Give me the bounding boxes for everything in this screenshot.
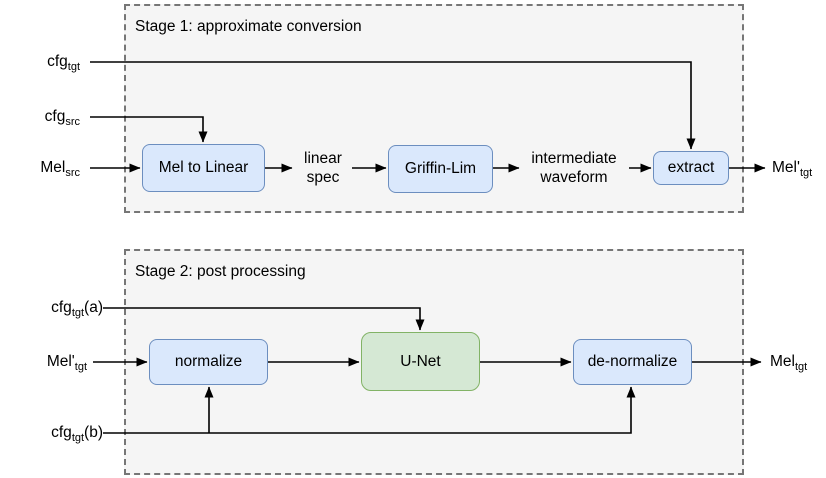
label-sub: tgt xyxy=(67,61,80,74)
label-sub: tgt xyxy=(799,167,813,180)
flow-label-line: linear xyxy=(304,150,342,167)
label-suffix: (b) xyxy=(84,424,103,441)
output-label-mel-tgt: Meltgt xyxy=(770,352,808,374)
node-de-normalize: de-normalize xyxy=(573,339,692,385)
stage1-title: Stage 1: approximate conversion xyxy=(135,18,362,35)
node-normalize: normalize xyxy=(149,339,268,385)
label-sub: tgt xyxy=(71,432,85,445)
flow-label-line: spec xyxy=(306,169,340,186)
label-base: cfg xyxy=(44,108,66,125)
label-sub: src xyxy=(65,167,80,180)
input-label-cfg-tgt-b: cfgtgt(b) xyxy=(0,423,103,445)
flow-label-line: intermediate xyxy=(531,150,617,167)
node-u-net: U-Net xyxy=(361,332,480,391)
input-label-mel-prime-tgt: Mel'tgt xyxy=(0,352,87,374)
node-extract: extract xyxy=(653,151,729,185)
flow-label-line: waveform xyxy=(540,169,608,186)
node-griffin-lim-label: Griffin-Lim xyxy=(404,160,477,177)
stage2-title: Stage 2: post processing xyxy=(135,263,306,280)
input-label-cfg-tgt: cfgtgt xyxy=(0,52,80,74)
input-label-mel-src: Melsrc xyxy=(0,158,80,180)
input-label-cfg-src: cfgsrc xyxy=(0,107,80,129)
label-base: Mel' xyxy=(772,159,800,176)
output-label-mel-prime-tgt: Mel'tgt xyxy=(772,158,813,180)
label-sub: tgt xyxy=(794,361,808,374)
label-base: cfg xyxy=(51,299,72,316)
node-u-net-label: U-Net xyxy=(400,352,441,370)
flow-label-intermediate-waveform: intermediate waveform xyxy=(519,149,629,187)
label-sub: tgt xyxy=(71,307,85,320)
label-sub: src xyxy=(65,116,80,129)
label-base: Mel xyxy=(770,353,795,370)
label-suffix: (a) xyxy=(84,299,103,316)
label-sub: tgt xyxy=(74,361,87,374)
node-extract-label: extract xyxy=(667,159,715,176)
label-base: Mel xyxy=(40,159,66,176)
node-griffin-lim: Griffin-Lim xyxy=(388,145,493,193)
node-de-normalize-label: de-normalize xyxy=(587,353,678,370)
node-mel-to-linear-label: Mel to Linear xyxy=(158,159,249,176)
node-normalize-label: normalize xyxy=(174,353,243,370)
flow-label-linear-spec: linear spec xyxy=(288,149,358,187)
input-label-cfg-tgt-a: cfgtgt(a) xyxy=(0,298,103,320)
label-base: Mel' xyxy=(46,353,75,370)
node-mel-to-linear: Mel to Linear xyxy=(142,144,265,192)
label-base: cfg xyxy=(47,53,68,70)
label-base: cfg xyxy=(51,424,72,441)
